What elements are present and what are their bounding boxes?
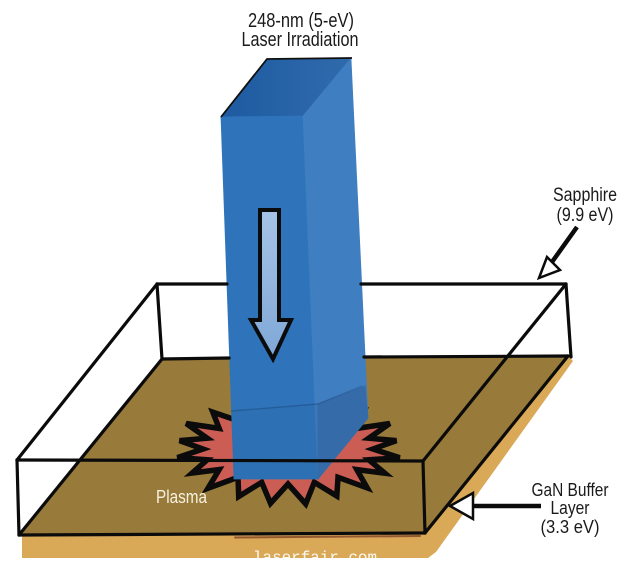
svg-text:(3.3 eV): (3.3 eV) xyxy=(541,517,600,537)
svg-text:(9.9 eV): (9.9 eV) xyxy=(557,205,614,226)
svg-text:Sapphire: Sapphire xyxy=(553,185,617,206)
svg-text:Plasma: Plasma xyxy=(156,487,208,507)
svg-text:laserfair.com: laserfair.com xyxy=(253,549,377,565)
svg-text:248-nm (5-eV): 248-nm (5-eV) xyxy=(248,10,354,32)
svg-text:Laser Irradiation: Laser Irradiation xyxy=(242,29,359,51)
svg-text:GaN Buffer: GaN Buffer xyxy=(532,480,609,500)
svg-text:Layer: Layer xyxy=(551,498,590,518)
